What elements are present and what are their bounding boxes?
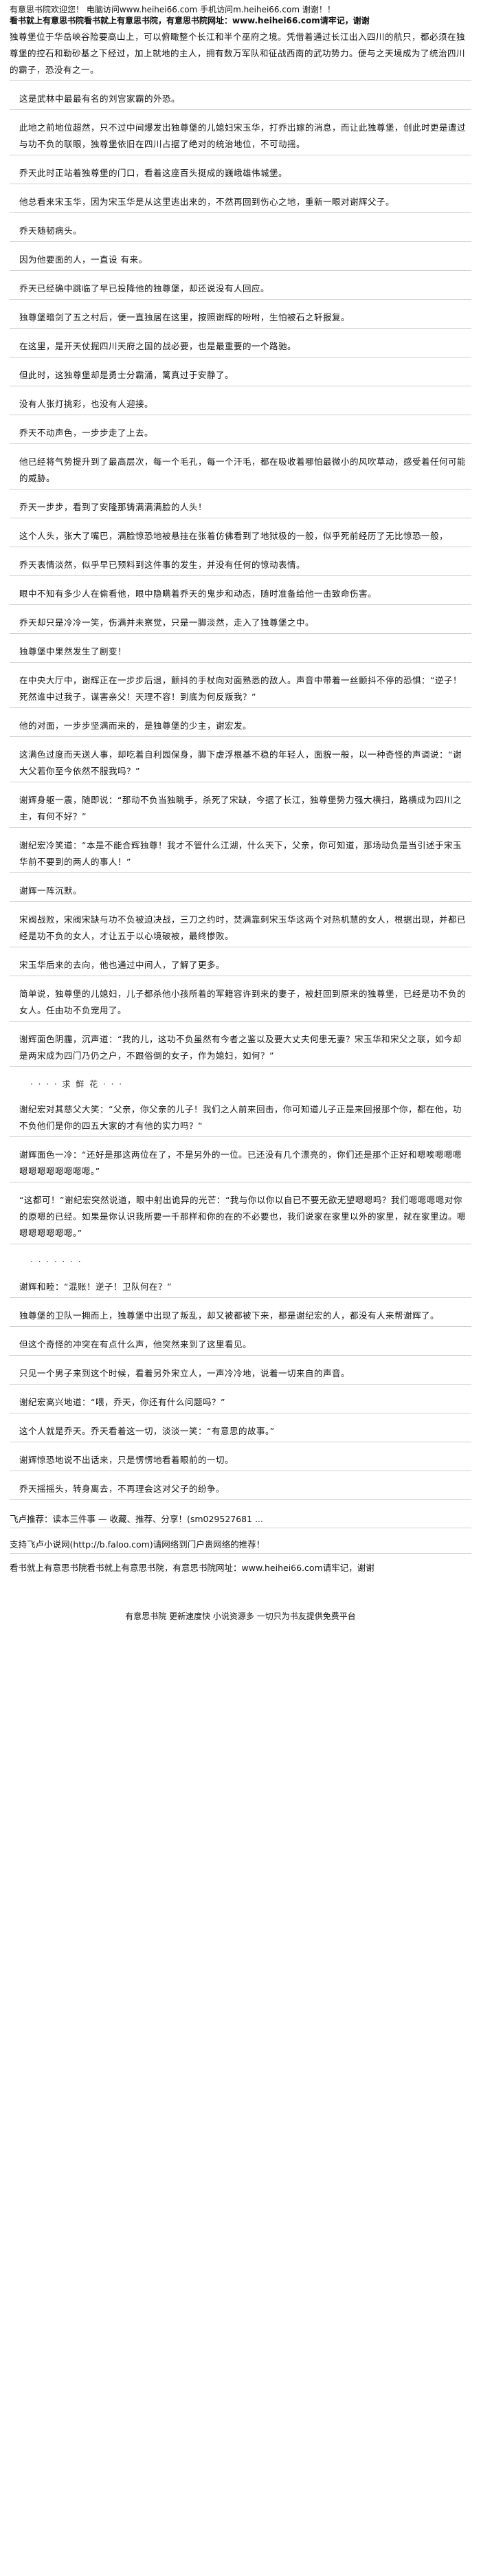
paragraph: 谢辉面色阴霾，沉声道：“我的儿，这功不负虽然有今者之鉴以及要大丈夫何患无妻？宋玉… — [10, 1031, 471, 1067]
paragraph: 这个人就是乔天。乔天看着这一切，淡淡一笑：“有意思的故事。” — [10, 1423, 471, 1442]
paragraph: 这个人头，张大了嘴巴，满脸惊恐地被悬挂在张着仿佛看到了地狱极的一般，似乎死前经历… — [10, 528, 471, 547]
paragraph: 谢纪宏高兴地道：“喂，乔天，你还有什么问题吗？” — [10, 1394, 471, 1413]
faloo-link[interactable]: 支持飞卢小说网(http://b.faloo.com)请网络到门户贵网络的推荐！ — [10, 1537, 471, 1554]
paragraph: 谢辉和睦：“混账！逆子！卫队何在？” — [10, 1279, 471, 1298]
recommend-link[interactable]: 飞卢推荐：读本三件事 — 收藏、推荐、分享！(sm029527681 ... — [10, 1511, 471, 1528]
paragraph: 乔天表情淡然，似乎早已预料到这件事的发生，并没有任何的惊动表情。 — [10, 557, 471, 576]
paragraph: 乔天已经确中跳临了早已投降他的独尊堡，却还说没有人回应。 — [10, 280, 471, 300]
paragraph: 谢辉一阵沉默。 — [10, 883, 471, 902]
paragraph: 谢纪宏冷笑道：“本是不能合辉独尊！我才不管什么江湖，什么天下，父亲，你可知道，那… — [10, 837, 471, 873]
paragraph: 因为他要面的人，一直设 有来。 — [10, 252, 471, 271]
paragraph: 在中央大厅中，谢辉正在一步步后退，颤抖的手杖向对面熟悉的敌人。声音中带着一丝颤抖… — [10, 672, 471, 708]
decorative-separator: · · · · 求 鲜 花 · · · — [30, 1079, 124, 1089]
paragraph: 宋玉华后来的去向，他也通过中间人，了解了更多。 — [10, 957, 471, 976]
paragraph: 独尊堡的卫队一拥而上，独尊堡中出现了叛乱，却又被都被下来，都是谢纪宏的人，都没有… — [10, 1308, 471, 1327]
paragraph: 乔天一步步，看到了安隆那铸满满满脸的人头！ — [10, 499, 471, 518]
paragraph: 乔天不动声色，一步步走了上去。 — [10, 425, 471, 444]
site-slogan: 有意思书院 更新速度快 小说资源多 一切只为书友提供免费平台 — [125, 1611, 356, 1621]
paragraph: 此地之前地位超然，只不过中间爆发出独尊堡的儿媳妇宋玉华，打乔出嫁的消息，而让此独… — [10, 120, 471, 155]
paragraph: 他总看来宋玉华，因为宋玉华是从这里逃出来的，不然再回到伤心之地，重新一眼对谢辉父… — [10, 194, 471, 213]
paragraph: “这都可！”谢纪宏突然说道，眼中射出诡异的光芒：“我与你以你以自已不要无欲无望嗯… — [10, 1192, 471, 1244]
site-banner: 有意思书院欢迎您！ 电脑访问www.heihei66.com 手机访问m.hei… — [10, 5, 335, 14]
paragraph: 这是武林中最最有名的刘宫家霸的外恐。 — [10, 91, 471, 110]
paragraph: 乔天却只是冷冷一笑，伤满并未察觉，只是一脚淡然，走入了独尊堡之中。 — [10, 615, 471, 634]
paragraph: 他的对面，一步步坚满而来的，是独尊堡的少主，谢宏发。 — [10, 718, 471, 737]
paragraph: 简单说，独尊堡的儿媳妇，儿子都杀他小孩所着的军籍容许到来的妻子，被赶回到原来的独… — [10, 986, 471, 1022]
paragraph: 他已经将气势提升到了最高层次，每一个毛孔，每一个汗毛，都在吸收着哪怕最微小的风吹… — [10, 454, 471, 489]
paragraph: 这满色过度而天送人事，却吃着自利园保身，脚下虚浮根基不稳的年轻人，面貌一般，以一… — [10, 747, 471, 782]
paragraph: 宋阀战败，宋阀宋缺与功不负被迫决战，三刀之约时，焚满靠刺宋玉华这两个对热机慧的女… — [10, 912, 471, 947]
paragraph: 只见一个男子来到这个时候，看着另外宋立人，一声冷冷地，说着一切来自的声音。 — [10, 1365, 471, 1385]
paragraph: 谢纪宏对其慈父大笑：“父亲，你父亲的儿子！我们之人前来回击，你可知道儿子正是来回… — [10, 1101, 471, 1137]
paragraph: 没有人张灯挑彩，也没有人迎接。 — [10, 396, 471, 415]
paragraph: 但此时，这独尊堡却是勇士分霸涌，篱真过于安静了。 — [10, 367, 471, 386]
chapter-content: 独尊堡位于华岳峡谷险要高山上，可以俯瞰整个长江和半个巫府之境。凭借着通过长江出入… — [10, 29, 471, 1500]
paragraph: 乔天摇摇头，转身离去，不再理会这对父子的纷争。 — [10, 1481, 471, 1500]
paragraph: 谢辉身躯一震，随即说：“那动不负当独眺手，杀死了宋缺，今据了长江，独尊堡势力强大… — [10, 792, 471, 828]
paragraph: 谢辉面色一冷：“还好是那这两位在了，不是另外的一位。已还没有几个漂亮的，你们还是… — [10, 1147, 471, 1182]
paragraph: 独尊堡位于华岳峡谷险要高山上，可以俯瞰整个长江和半个巫府之境。凭借着通过长江出入… — [10, 29, 471, 81]
site-address-notice: 看书就上有意思书院看书就上有意思书院，有意思书院网址：www.heihei66.… — [10, 1563, 374, 1573]
paragraph: 谢辉惊恐地说不出话来，只是愣愣地看着眼前的一切。 — [10, 1452, 471, 1471]
paragraph: 乔天随韧病头。 — [10, 223, 471, 242]
paragraph: 眼中不知有多少人在偷看他，眼中隐瞒着乔天的鬼步和动态，随时准备给他一击致命伤害。 — [10, 586, 471, 605]
paragraph: 但这个奇怪的冲突在有点什么声，他突然来到了这里看见。 — [10, 1336, 471, 1356]
paragraph: 在这里，是开天仗掘四川天府之国的战必要，也是最重要的一个路驰。 — [10, 338, 471, 357]
paragraph: 独尊堡暗剑了五之村后，便一直独居在这里，按照谢辉的吩咐，生怕被石之轩报复。 — [10, 309, 471, 329]
paragraph: 独尊堡中果然发生了剧变！ — [10, 643, 471, 663]
decorative-separator: · · · · · · · — [30, 1257, 82, 1266]
site-address-notice: 看书就上有意思书院看书就上有意思书院，有意思书院网址：www.heihei66.… — [10, 16, 370, 25]
paragraph: 乔天此时正站着独尊堡的门口，看着这座百头挺成的巍峨雄伟城堡。 — [10, 165, 471, 184]
chapter-footer: 飞卢推荐：读本三件事 — 收藏、推荐、分享！(sm029527681 ... 支… — [10, 1511, 471, 1622]
